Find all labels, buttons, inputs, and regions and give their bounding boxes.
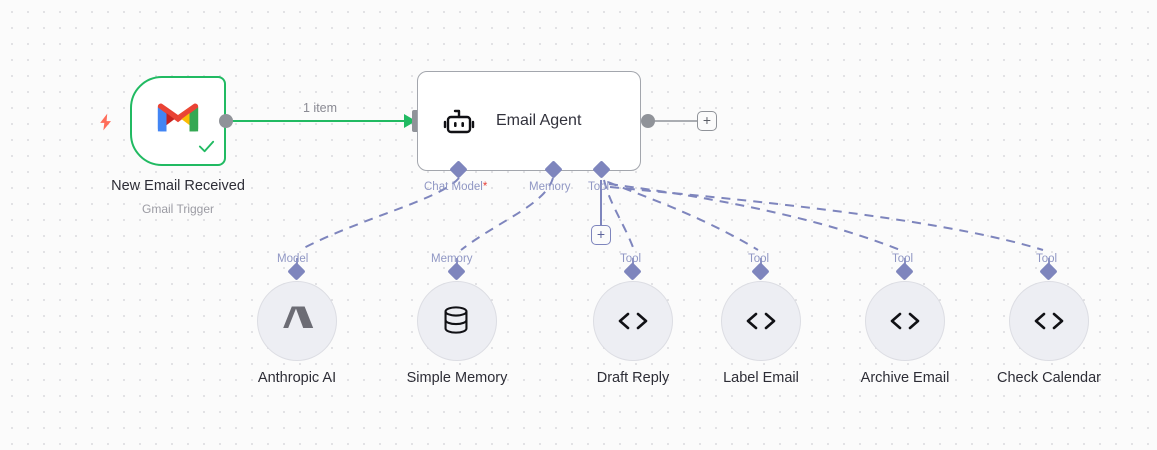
subnode-port-draft-reply[interactable] [623, 262, 642, 281]
code-icon [741, 301, 781, 341]
anthropic-logo-icon [277, 301, 317, 341]
trigger-node-gmail[interactable] [130, 76, 226, 166]
subnode-anthropic-ai[interactable] [257, 281, 337, 361]
agent-input-port[interactable] [412, 110, 419, 132]
subnode-port-label-simple-memory: Memory [431, 253, 473, 265]
gmail-icon [155, 98, 201, 133]
subnode-port-label-archive-email: Tool [892, 253, 914, 265]
robot-icon [442, 106, 476, 136]
subnode-port-simple-memory[interactable] [447, 262, 466, 281]
subnode-port-label-draft-reply: Tool [620, 253, 642, 265]
database-icon [437, 301, 477, 341]
agent-node-title: Email Agent [496, 112, 582, 129]
required-asterisk: * [482, 181, 488, 193]
subnode-port-anthropic[interactable] [287, 262, 306, 281]
code-icon [613, 301, 653, 341]
trigger-output-port[interactable] [219, 114, 233, 128]
code-icon [885, 301, 925, 341]
subnode-caption-label-email: Label Email [723, 370, 799, 386]
add-node-after-agent-button[interactable]: + [697, 111, 717, 131]
agent-output-port[interactable] [641, 114, 655, 128]
agent-port-label-chat-model-text: Chat Model [424, 181, 483, 193]
subnode-simple-memory[interactable] [417, 281, 497, 361]
subnode-caption-draft-reply: Draft Reply [596, 370, 670, 386]
subnode-port-check-calendar[interactable] [1039, 262, 1058, 281]
subnode-port-label-anthropic: Model [277, 253, 309, 265]
edge-tool-to-checkcalendar [609, 186, 1044, 251]
check-icon [197, 137, 216, 160]
subnode-caption-archive-email: Archive Email [860, 370, 950, 386]
subnode-port-label-check-calendar: Tool [1036, 253, 1058, 265]
agent-port-label-tool: Tool [588, 181, 610, 193]
subnode-port-archive-email[interactable] [895, 262, 914, 281]
agent-port-label-chat-model: Chat Model* [424, 181, 487, 193]
add-tool-button[interactable]: + [591, 225, 611, 245]
subnode-draft-reply[interactable] [593, 281, 673, 361]
subnode-archive-email[interactable] [865, 281, 945, 361]
agent-port-label-memory: Memory [529, 181, 571, 193]
subnode-port-label-email[interactable] [751, 262, 770, 281]
subnode-caption-anthropic-ai: Anthropic AI [257, 370, 337, 386]
code-icon [1029, 301, 1069, 341]
trigger-node-subtitle: Gmail Trigger [141, 202, 215, 216]
edge-tool-to-archiveemail [608, 183, 901, 251]
subnode-caption-simple-memory: Simple Memory [406, 370, 508, 386]
subnode-caption-check-calendar: Check Calendar [997, 370, 1101, 386]
subnode-check-calendar[interactable] [1009, 281, 1089, 361]
edge-tool-to-labelemail [607, 181, 759, 251]
lightning-bolt-icon [96, 110, 116, 134]
connection-label-item-count: 1 item [303, 101, 338, 115]
subnode-port-label-label-email: Tool [748, 253, 770, 265]
trigger-node-title: New Email Received [111, 178, 245, 194]
subnode-label-email[interactable] [721, 281, 801, 361]
agent-node-email-agent[interactable]: Email Agent [417, 71, 641, 171]
